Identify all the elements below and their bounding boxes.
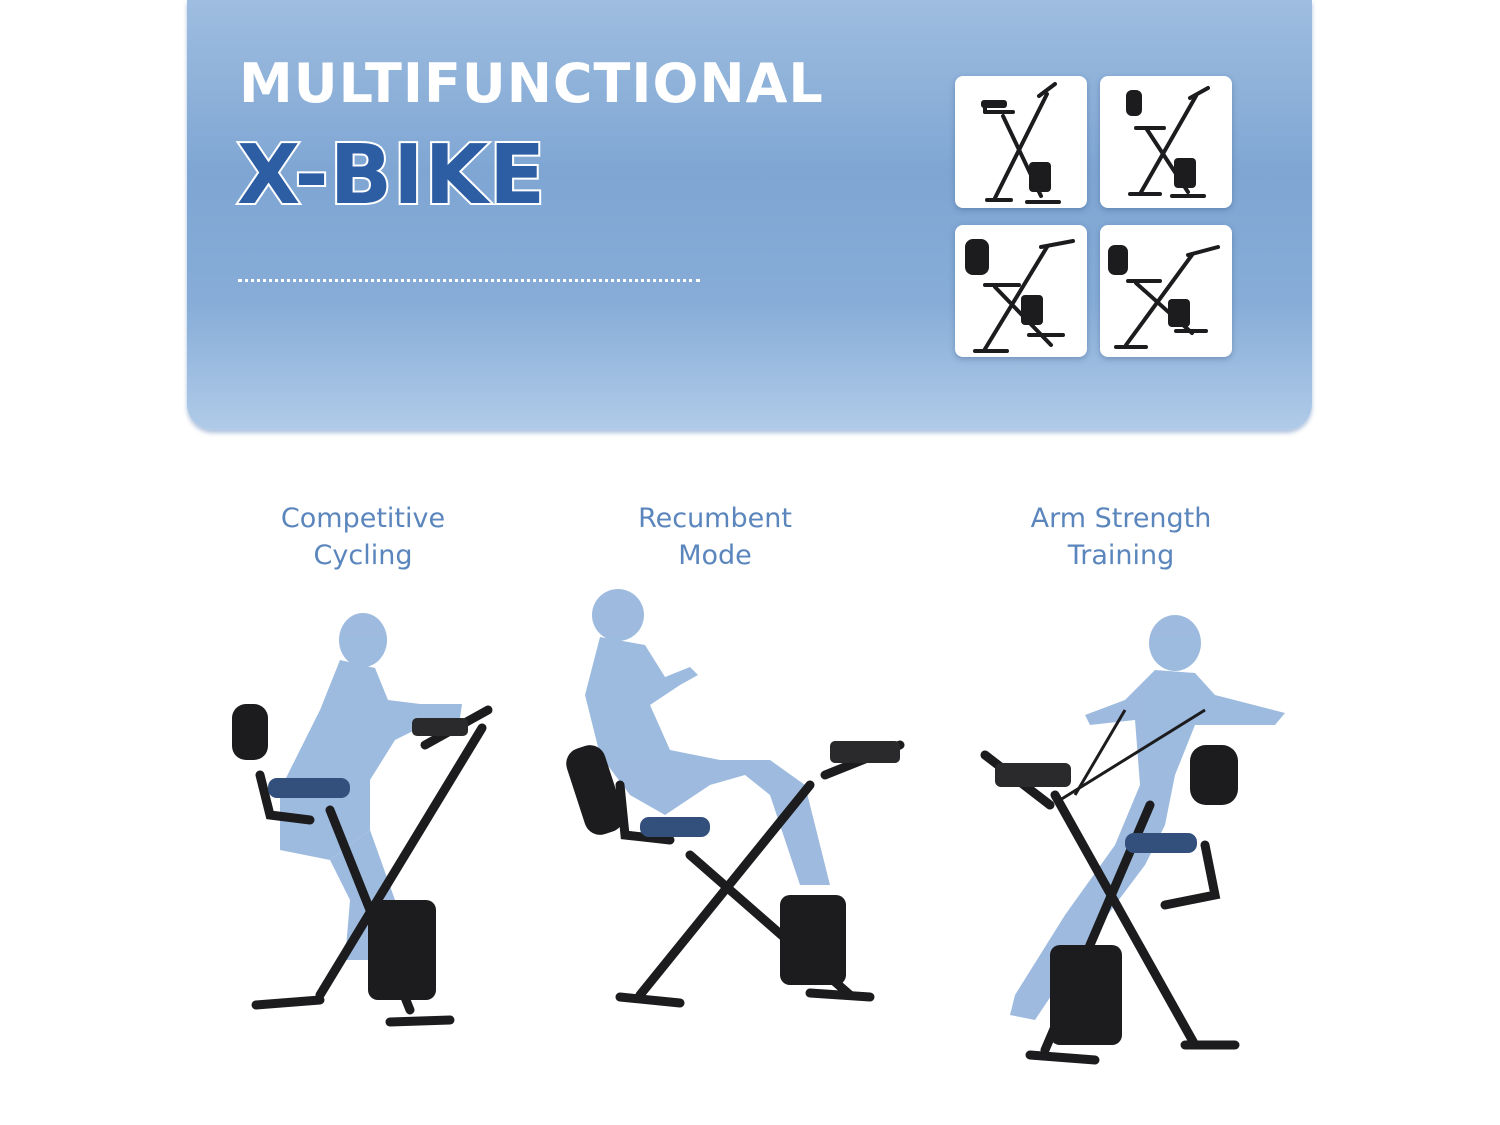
scene-arm-strength-training	[975, 615, 1295, 1070]
bike-with-rider-illustration	[980, 615, 1285, 1065]
hero-banner: MULTIFUNCTIONAL X-BIKE	[187, 0, 1312, 430]
bike-with-rider-illustration	[232, 613, 493, 1027]
thumbnail-grid	[955, 76, 1235, 358]
bike-thumbnail-image	[1108, 245, 1220, 349]
scene-competitive-cycling	[220, 600, 520, 1040]
thumbnail-recumbent	[955, 225, 1087, 357]
thumbnail-with-backrest	[1100, 76, 1232, 208]
bike-thumbnail-image	[981, 82, 1061, 204]
bike-thumbnail-image	[965, 239, 1075, 353]
dotted-divider	[238, 279, 700, 282]
thumbnail-recumbent-side	[1100, 225, 1232, 357]
scene-recumbent-mode	[566, 585, 940, 1015]
bike-with-rider-illustration	[566, 589, 905, 1008]
banner-title: MULTIFUNCTIONAL	[239, 52, 824, 115]
bike-thumbnail-image	[1126, 86, 1210, 198]
thumbnail-upright	[955, 76, 1087, 208]
banner-product-name: X-BIKE	[235, 126, 547, 225]
